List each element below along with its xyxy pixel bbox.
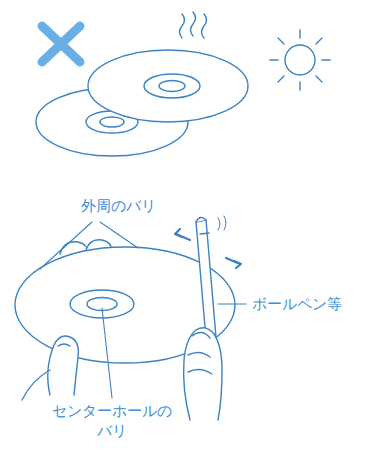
sun bbox=[270, 30, 330, 90]
motion-strokes bbox=[218, 216, 226, 230]
left-hand-thumb bbox=[22, 336, 78, 400]
leader-lines bbox=[40, 222, 246, 398]
label-text: センターホールのバリ bbox=[46, 401, 178, 442]
disc-front bbox=[88, 50, 248, 122]
heat-waves bbox=[180, 12, 207, 38]
label-text: 外周のバリ bbox=[79, 196, 158, 216]
cross-mark bbox=[42, 26, 80, 62]
label-text: ボールペン等 bbox=[250, 294, 344, 314]
motion-arrows bbox=[175, 229, 241, 268]
right-hand bbox=[184, 328, 222, 420]
